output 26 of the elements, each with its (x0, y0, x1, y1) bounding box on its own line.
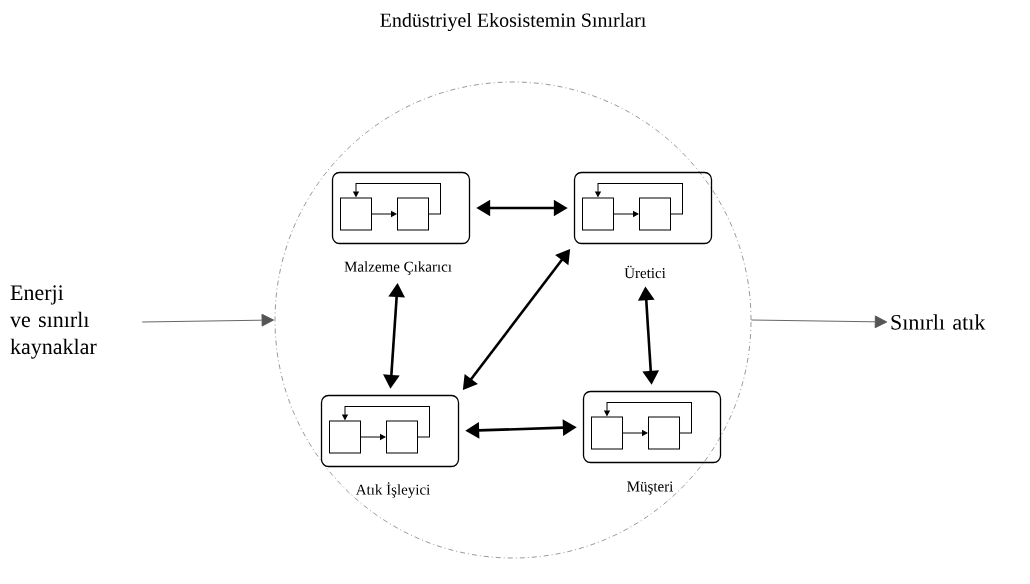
arrow (353, 183, 441, 215)
arrow (750, 315, 888, 329)
process-box (397, 197, 429, 231)
module-label: Üretici (624, 265, 666, 279)
boundary-circle (274, 81, 752, 559)
process-box (340, 197, 372, 231)
text-label: Sınırlı atık (891, 314, 986, 330)
text-label: Enerji ve sınırlı kaynaklar (10, 285, 97, 359)
process-box (582, 197, 614, 231)
arrow (141, 313, 275, 327)
title: Endüstriyel Ekosistemin Sınırları (380, 12, 646, 32)
arrow (342, 406, 430, 438)
arrow (360, 434, 386, 440)
process-box (329, 420, 361, 454)
process-box (386, 420, 418, 454)
module-label: Malzeme Çıkarıcı (344, 261, 452, 275)
module-label: Atık İşleyici (355, 482, 430, 498)
arrow (371, 211, 397, 217)
process-box (591, 416, 623, 450)
arrow (595, 183, 683, 215)
process-box (648, 416, 680, 450)
process-box (639, 197, 671, 231)
arrow (604, 402, 692, 434)
arrow (613, 211, 639, 217)
arrow (622, 430, 648, 436)
module-label: Müşteri (627, 481, 674, 495)
